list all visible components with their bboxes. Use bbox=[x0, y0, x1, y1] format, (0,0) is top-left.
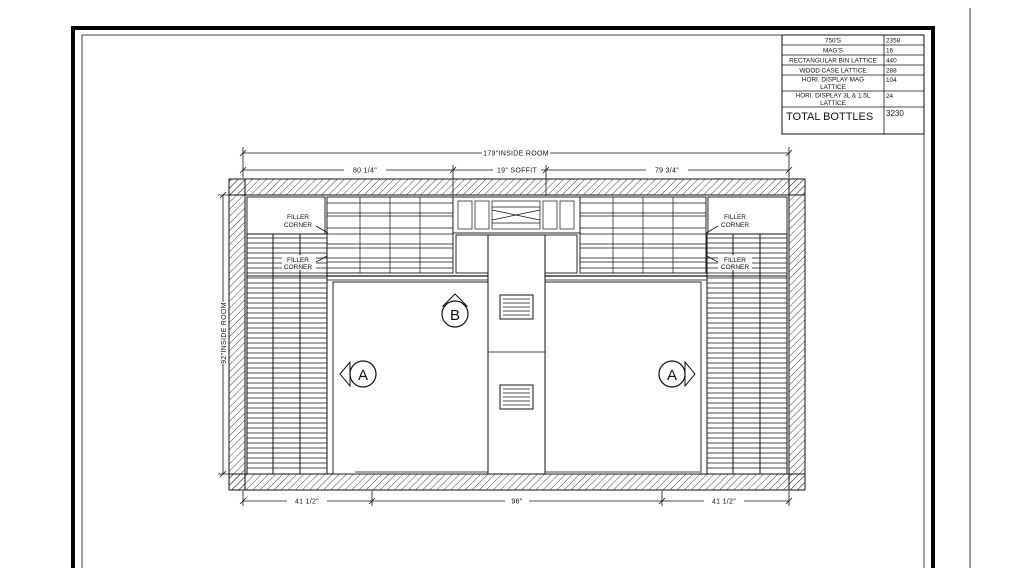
table-row-label-line1: HORI. DISPLAY MAG bbox=[802, 77, 864, 84]
total-bottles-label: TOTAL BOTTLES bbox=[786, 111, 873, 123]
elevation-marker-left: A bbox=[339, 360, 377, 388]
center-door-column bbox=[487, 234, 546, 475]
dimension-left-upper: 80 1/4" bbox=[353, 168, 377, 175]
table-row-value: 24 bbox=[886, 93, 894, 100]
bottle-count-table: 750'S 2358 MAG'S 16 RECTANGULAR BIN LATT… bbox=[781, 34, 925, 135]
elevation-marker-letter: B bbox=[450, 307, 460, 324]
dimension-upper-segments: 80 1/4" 19" SOFFIT 79 3/4" bbox=[239, 165, 793, 196]
upper-right-display-lattice bbox=[579, 196, 707, 274]
dimension-height: 92"INSIDE ROOM bbox=[218, 191, 244, 478]
table-row-label-line2: LATTICE bbox=[820, 100, 846, 107]
svg-text:FILLER: FILLER bbox=[287, 257, 309, 264]
svg-text:179"INSIDE ROOM: 179"INSIDE ROOM bbox=[483, 151, 549, 158]
table-row-value: 440 bbox=[886, 58, 897, 65]
svg-text:CORNER: CORNER bbox=[721, 264, 749, 271]
table-row-label-line1: HORI. DISPLAY 3L & 1.5L bbox=[796, 93, 871, 100]
svg-text:FILLER: FILLER bbox=[724, 257, 746, 264]
right-vertical-wine-racks bbox=[706, 233, 788, 475]
svg-text:CORNER: CORNER bbox=[721, 222, 749, 229]
dimension-center-lower: 96" bbox=[511, 499, 522, 506]
filler-corner-label-upper-left: FILLER CORNER bbox=[282, 211, 329, 234]
dimension-soffit: 19" SOFFIT bbox=[497, 168, 538, 175]
sheet-inner-border bbox=[81, 34, 925, 568]
svg-text:CORNER: CORNER bbox=[284, 222, 312, 229]
dimension-right-upper: 79 3/4" bbox=[655, 168, 679, 175]
elevation-marker-center: B bbox=[441, 293, 469, 328]
table-row-value: 104 bbox=[886, 77, 897, 84]
table-row-value: 288 bbox=[886, 68, 897, 75]
elevation-marker-letter: A bbox=[667, 367, 677, 384]
elevation-marker-right: A bbox=[658, 360, 696, 388]
dimension-lower-segments: 41 1/2" 96" 41 1/2" bbox=[239, 491, 793, 506]
table-row-label: WOOD CASE LATTICE bbox=[799, 68, 866, 75]
svg-text:CORNER: CORNER bbox=[284, 264, 312, 271]
table-row-value: 16 bbox=[886, 48, 894, 55]
dimension-overall-width: 179"INSIDE ROOM bbox=[239, 147, 793, 178]
total-bottles-value: 3230 bbox=[886, 109, 904, 118]
table-row-label: RECTANGULAR BIN LATTICE bbox=[789, 58, 877, 65]
elevation-marker-letter: A bbox=[358, 367, 368, 384]
filler-corner-label-lower-left: FILLER CORNER bbox=[282, 255, 328, 271]
svg-text:FILLER: FILLER bbox=[724, 214, 746, 221]
table-row-label-line2: LATTICE bbox=[820, 84, 846, 91]
filler-corner-label-upper-right: FILLER CORNER bbox=[705, 211, 752, 234]
left-vertical-wine-racks bbox=[246, 233, 328, 475]
svg-text:FILLER: FILLER bbox=[287, 214, 309, 221]
soffit-center-lattice bbox=[452, 196, 581, 274]
svg-text:92"INSIDE ROOM: 92"INSIDE ROOM bbox=[221, 302, 228, 364]
upper-left-display-lattice bbox=[326, 196, 454, 274]
table-row-label: 750'S bbox=[825, 38, 841, 45]
table-row-value: 2358 bbox=[886, 38, 901, 45]
dimension-right-lower: 41 1/2" bbox=[712, 499, 736, 506]
dimension-left-lower: 41 1/2" bbox=[295, 499, 319, 506]
filler-corner-label-lower-right: FILLER CORNER bbox=[706, 255, 752, 271]
table-row-label: MAG'S bbox=[823, 48, 843, 55]
sheet-outer-border bbox=[71, 26, 935, 568]
